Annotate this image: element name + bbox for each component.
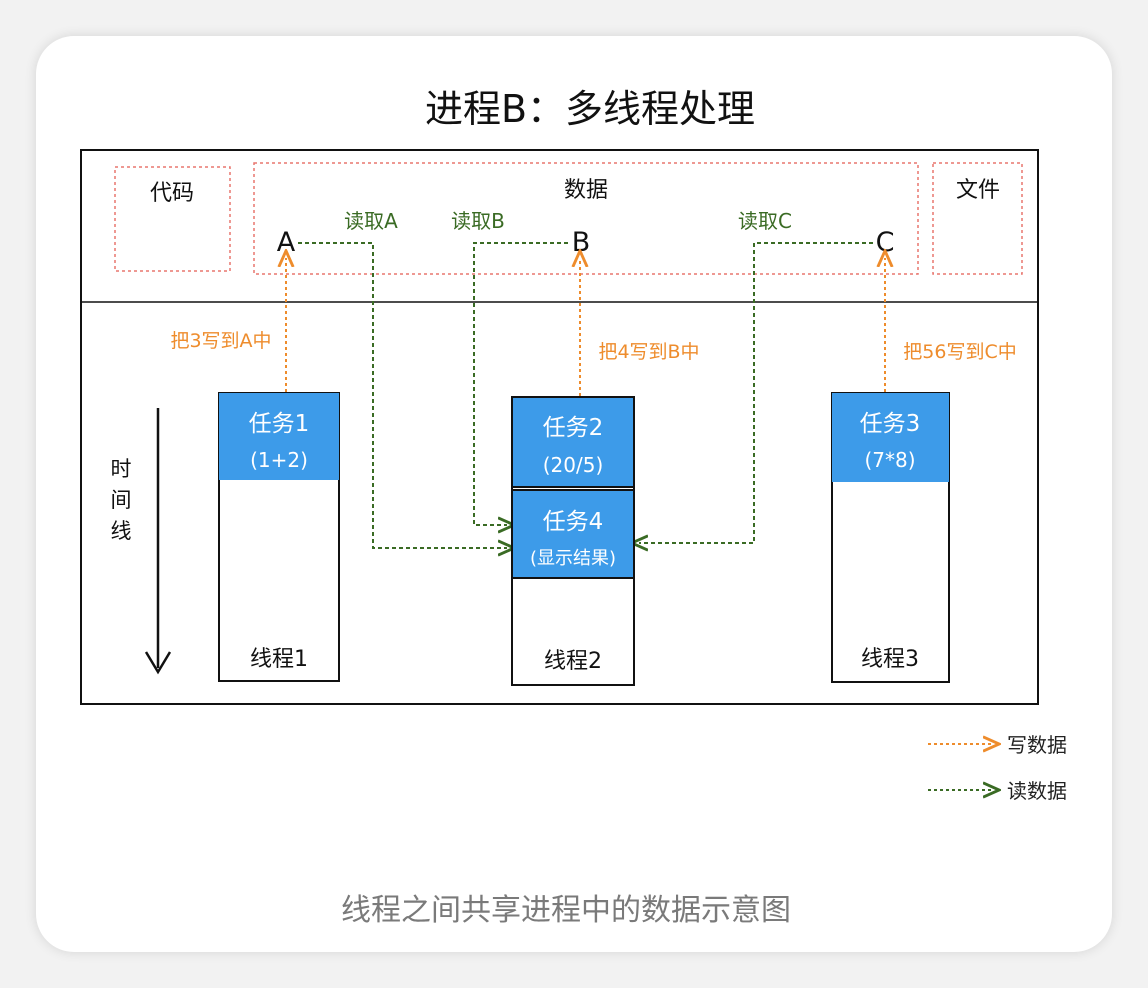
task-4-title: 任务4	[543, 509, 604, 535]
file-label: 文件	[956, 178, 1000, 203]
thread-2-label: 线程2	[544, 649, 602, 674]
process-box	[80, 149, 1039, 705]
variable-a: A	[277, 227, 296, 258]
timeline-char-1: 时	[111, 457, 132, 481]
data-label: 数据	[564, 178, 608, 203]
task-2-expr: (20/5)	[543, 453, 604, 477]
read-b-label: 读取B	[451, 209, 505, 233]
legend-write-label: 写数据	[1007, 733, 1067, 757]
file-region	[932, 162, 1023, 275]
read-a-label: 读取A	[344, 209, 398, 233]
write-a-label: 把3写到A中	[170, 330, 271, 352]
task-3-block	[832, 393, 949, 482]
diagram-caption: 线程之间共享进程中的数据示意图	[341, 893, 791, 928]
task-2-title: 任务2	[543, 415, 604, 441]
task-1-block	[219, 393, 339, 480]
code-label: 代码	[150, 181, 194, 206]
variable-b: B	[572, 227, 591, 258]
write-c-label: 把56写到C中	[903, 341, 1016, 363]
write-b-label: 把4写到B中	[598, 341, 699, 363]
task-4-block	[511, 489, 635, 579]
code-region	[114, 166, 231, 272]
read-path-b	[473, 242, 568, 525]
task-3-expr: (7*8)	[864, 448, 915, 472]
task-4-expr: (显示结果)	[530, 548, 616, 569]
task-3-title: 任务3	[860, 411, 921, 437]
task-1-expr: (1+2)	[250, 448, 308, 472]
legend-read-label: 读数据	[1007, 779, 1067, 803]
diagram-title: 进程B：多线程处理	[425, 87, 755, 131]
read-path-c	[639, 242, 873, 543]
task-2-block	[511, 396, 635, 488]
variable-c: C	[876, 227, 895, 258]
thread-1-label: 线程1	[250, 647, 308, 672]
timeline-char-3: 线	[111, 519, 132, 543]
data-region	[253, 162, 919, 275]
timeline-arrow-head	[144, 651, 172, 675]
thread-3-label: 线程3	[861, 647, 919, 672]
timeline-char-2: 间	[111, 488, 132, 512]
read-path-a	[298, 242, 507, 548]
read-c-label: 读取C	[738, 209, 792, 233]
task-1-title: 任务1	[249, 411, 310, 437]
